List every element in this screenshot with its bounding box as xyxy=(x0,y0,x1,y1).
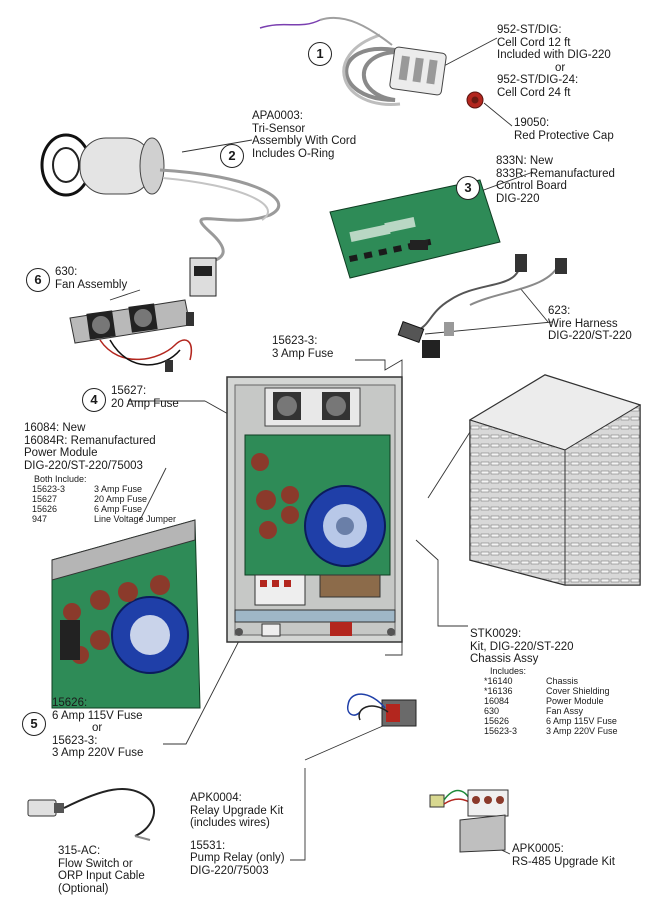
label-20-amp-fuse: 15627:20 Amp Fuse xyxy=(111,385,179,410)
relay-kit-illustration xyxy=(346,693,417,727)
callout-badge-5: 5 xyxy=(22,712,46,736)
callout-badge-1: 1 xyxy=(308,42,332,66)
main-chassis-illustration xyxy=(226,376,403,643)
tri-sensor-illustration xyxy=(40,133,281,297)
flow-switch-cable-illustration xyxy=(27,788,155,841)
cell-cord-illustration xyxy=(259,16,447,106)
wire-harness-illustration xyxy=(397,254,567,358)
label-3-amp-fuse: 15623-3:3 Amp Fuse xyxy=(272,335,334,360)
callout-badge-2: 2 xyxy=(220,144,244,168)
label-115v-220v-fuse: 15626:6 Amp 115V Fuse or 15623-3:3 Amp 2… xyxy=(52,697,144,759)
red-protective-cap-illustration xyxy=(466,91,484,109)
callout-badge-4: 4 xyxy=(82,388,106,412)
label-rs485-kit: APK0005:RS-485 Upgrade Kit xyxy=(512,843,615,868)
power-module-illustration xyxy=(51,519,201,709)
includes-heading: Includes: xyxy=(490,666,527,676)
includes-heading: Both Include: xyxy=(34,474,87,484)
rs485-kit-illustration xyxy=(429,789,509,853)
fan-assembly-illustration xyxy=(69,299,194,372)
control-board-illustration xyxy=(329,179,501,279)
callout-badge-6: 6 xyxy=(26,268,50,292)
label-relay-kit: APK0004:Relay Upgrade Kit(includes wires… xyxy=(190,792,285,877)
callout-badge-3: 3 xyxy=(456,176,480,200)
chassis-cover-illustration xyxy=(468,374,642,586)
label-fan-assembly: 630:Fan Assembly xyxy=(55,266,128,291)
label-red-protective-cap: 19050:Red Protective Cap xyxy=(514,117,614,142)
